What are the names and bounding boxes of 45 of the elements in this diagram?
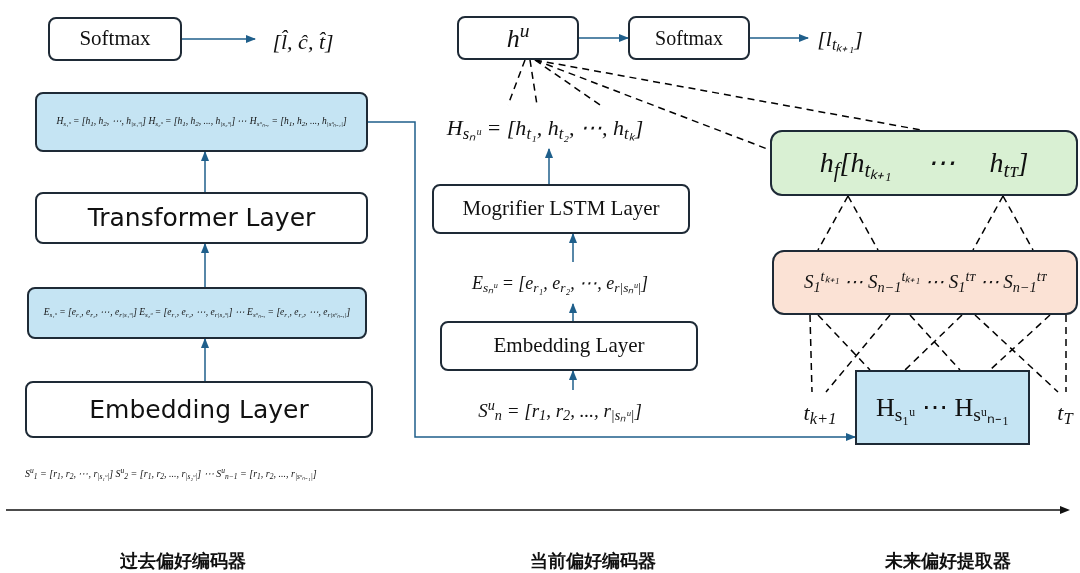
arrow (367, 121, 857, 442)
softmax-box: Softmax (48, 17, 182, 61)
time-label: t$_{T}$ (1050, 392, 1080, 432)
dashed-line (817, 314, 871, 371)
output-formula: [l$_{tₖ₊₁}$] (808, 20, 872, 56)
lstm-layer-box: Mogrifier LSTM Layer (432, 184, 690, 234)
dashed-line (1002, 195, 1034, 251)
arrow (568, 369, 578, 391)
embedding-layer-box: Embedding Layer (25, 381, 373, 438)
future-hidden-box: h$_{f}$[h$_{tₖ₊₁}$ ⋯ h$_{tᴛ}$] (770, 130, 1078, 196)
dashed-line (817, 195, 849, 251)
arrow (544, 147, 554, 185)
dashed-line (534, 59, 922, 131)
dashed-line (825, 314, 891, 393)
arrow (568, 302, 578, 322)
hidden-states-formula: H$_{sₙᵘ}$ = [h$_{t₁}$, h$_{t₂}$, ⋯, h$_{tₖ}$] (440, 105, 650, 149)
arrow (181, 34, 257, 44)
output-formula: [l̂, ĉ, t̂] (255, 22, 351, 60)
softmax-box: Softmax (628, 16, 750, 60)
embeddings-formula: E$_{sₙᵘ}$ = [e$_{r₁}$, e$_{r₂}$, ⋯, e$_{r|sₙᵘ|}$] (450, 262, 670, 304)
sequence-formula: S$^{u}$$_{n}$ = [r$_{1}$, r$_{2}$, ..., r$_{|sₙᵘ|}$] (470, 390, 650, 432)
transformer-layer-box: Transformer Layer (35, 192, 368, 244)
section-label: 未来偏好提取器 (885, 550, 1011, 573)
arrow (200, 242, 210, 288)
embedding-layer-box: Embedding Layer (440, 321, 698, 371)
arrow (200, 150, 210, 193)
dashed-line (974, 314, 1059, 393)
dashed-line (809, 314, 813, 393)
arrow (200, 337, 210, 382)
embeddings-box: E$_{s₁ᵘ}$ = [e$_{r₁}$, e$_{r₂}$, ⋯, e$_{r|s₁ᵘ|}$] E$_{s₂ᵘ}$ = [e$_{r₁}$, e$_{r₂}$, ⋯, e$_{r|s₂ᵘ|}$] ⋯ E$_{sᵘₙ₋₁}$ = [e$_{r₁}$, e$_{r₂}$, ⋯, e$_{r|sᵘₙ₋₁|}$] (27, 287, 367, 339)
hidden-vector-box: h$^{u}$ (457, 16, 579, 60)
arrow (578, 33, 630, 43)
time-label: t$_{k+1}$ (798, 392, 842, 432)
arrow (749, 33, 810, 43)
formula-label: S$^{u}$$_{1}$ = [r$_{1}$, r$_{2}$, ⋯, r$_{|s₁ᵘ|}$] S$^{u}$$_{2}$ = [r$_{1}$, r$_{2}$, ..., r$_{|s₂ᵘ|}$] ⋯ S$^{u}$$_{n−1}$ = [r$_{1}$, r$_{2}$, ..., r$_{|sᵘₙ₋₁|}$] (25, 466, 318, 481)
hidden-states-box: H$_{s₁ᵘ}$ = [h$_{1}$, h$_{2}$, ⋯, h$_{|s₁ᵘ|}$] H$_{s₂ᵘ}$ = [h$_{1}$, h$_{2}$, ..., h$_{|s₂ᵘ|}$] ⋯ H$_{sᵘₙ₋₁}$ = [h$_{1}$, h$_{2}$, ..., h$_{|sᵘₙ₋₁|}$] (35, 92, 368, 152)
dashed-line (847, 195, 879, 251)
section-label: 过去偏好编码器 (120, 550, 246, 573)
arrow (568, 232, 578, 263)
section-label: 当前偏好编码器 (530, 550, 656, 573)
dashed-line (1065, 314, 1067, 393)
past-hidden-box: H$_{s₁ᵘ}$ ⋯ H$_{sᵘₙ₋₁}$ (855, 370, 1030, 445)
dashed-line (989, 314, 1051, 371)
dashed-line (972, 195, 1004, 251)
dashed-line (534, 59, 601, 106)
